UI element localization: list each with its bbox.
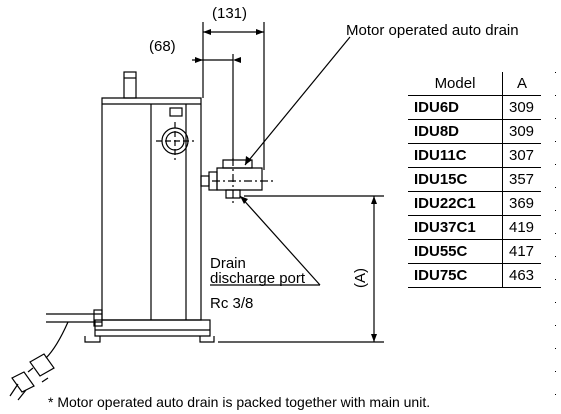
column-header-a: A [502,72,541,96]
base-frame [94,319,211,337]
dimension-a-cell: 417 [502,239,541,264]
auto-drain-body [216,167,263,191]
drain-fitting [200,175,210,187]
dimension-131-label: (131) [212,5,248,22]
drain-port-size-label: Rc 3/8 [210,295,254,312]
power-plug [29,353,55,377]
model-cell: IDU75C [408,263,503,288]
table-header-row: Model A [408,72,541,96]
column-header-model: Model [408,72,503,96]
dimension-a-cell: 309 [502,119,541,144]
model-cell: IDU55C [408,239,503,264]
footnote: * Motor operated auto drain is packed to… [48,394,431,410]
dimension-a-cell: 357 [502,167,541,192]
model-cell: IDU37C1 [408,215,503,240]
model-cell: IDU6D [408,95,503,120]
dimension-a-label: (A) [352,268,369,288]
top-vent-pipe [123,71,137,99]
dimension-a-cell: 369 [502,191,541,216]
display-window [169,107,183,117]
dimension-a-cell: 463 [502,263,541,288]
model-cell: IDU15C [408,167,503,192]
motor-operated-auto-drain-callout: Motor operated auto drain [346,22,519,39]
model-cell: IDU22C1 [408,191,503,216]
dimension-a-cell: 307 [502,143,541,168]
dimension-a-cell: 309 [502,95,541,120]
model-cell: IDU11C [408,143,503,168]
dimension-68-label: (68) [149,38,176,55]
inlet-pipe [46,313,102,323]
power-cable [45,321,69,359]
dimension-a-cell: 419 [502,215,541,240]
model-cell: IDU8D [408,119,503,144]
drain-discharge-port-label-line2: discharge port [210,270,306,287]
drain-discharge-port-label-line1: Drain [210,255,246,272]
table-right-tick-rule [555,72,556,402]
